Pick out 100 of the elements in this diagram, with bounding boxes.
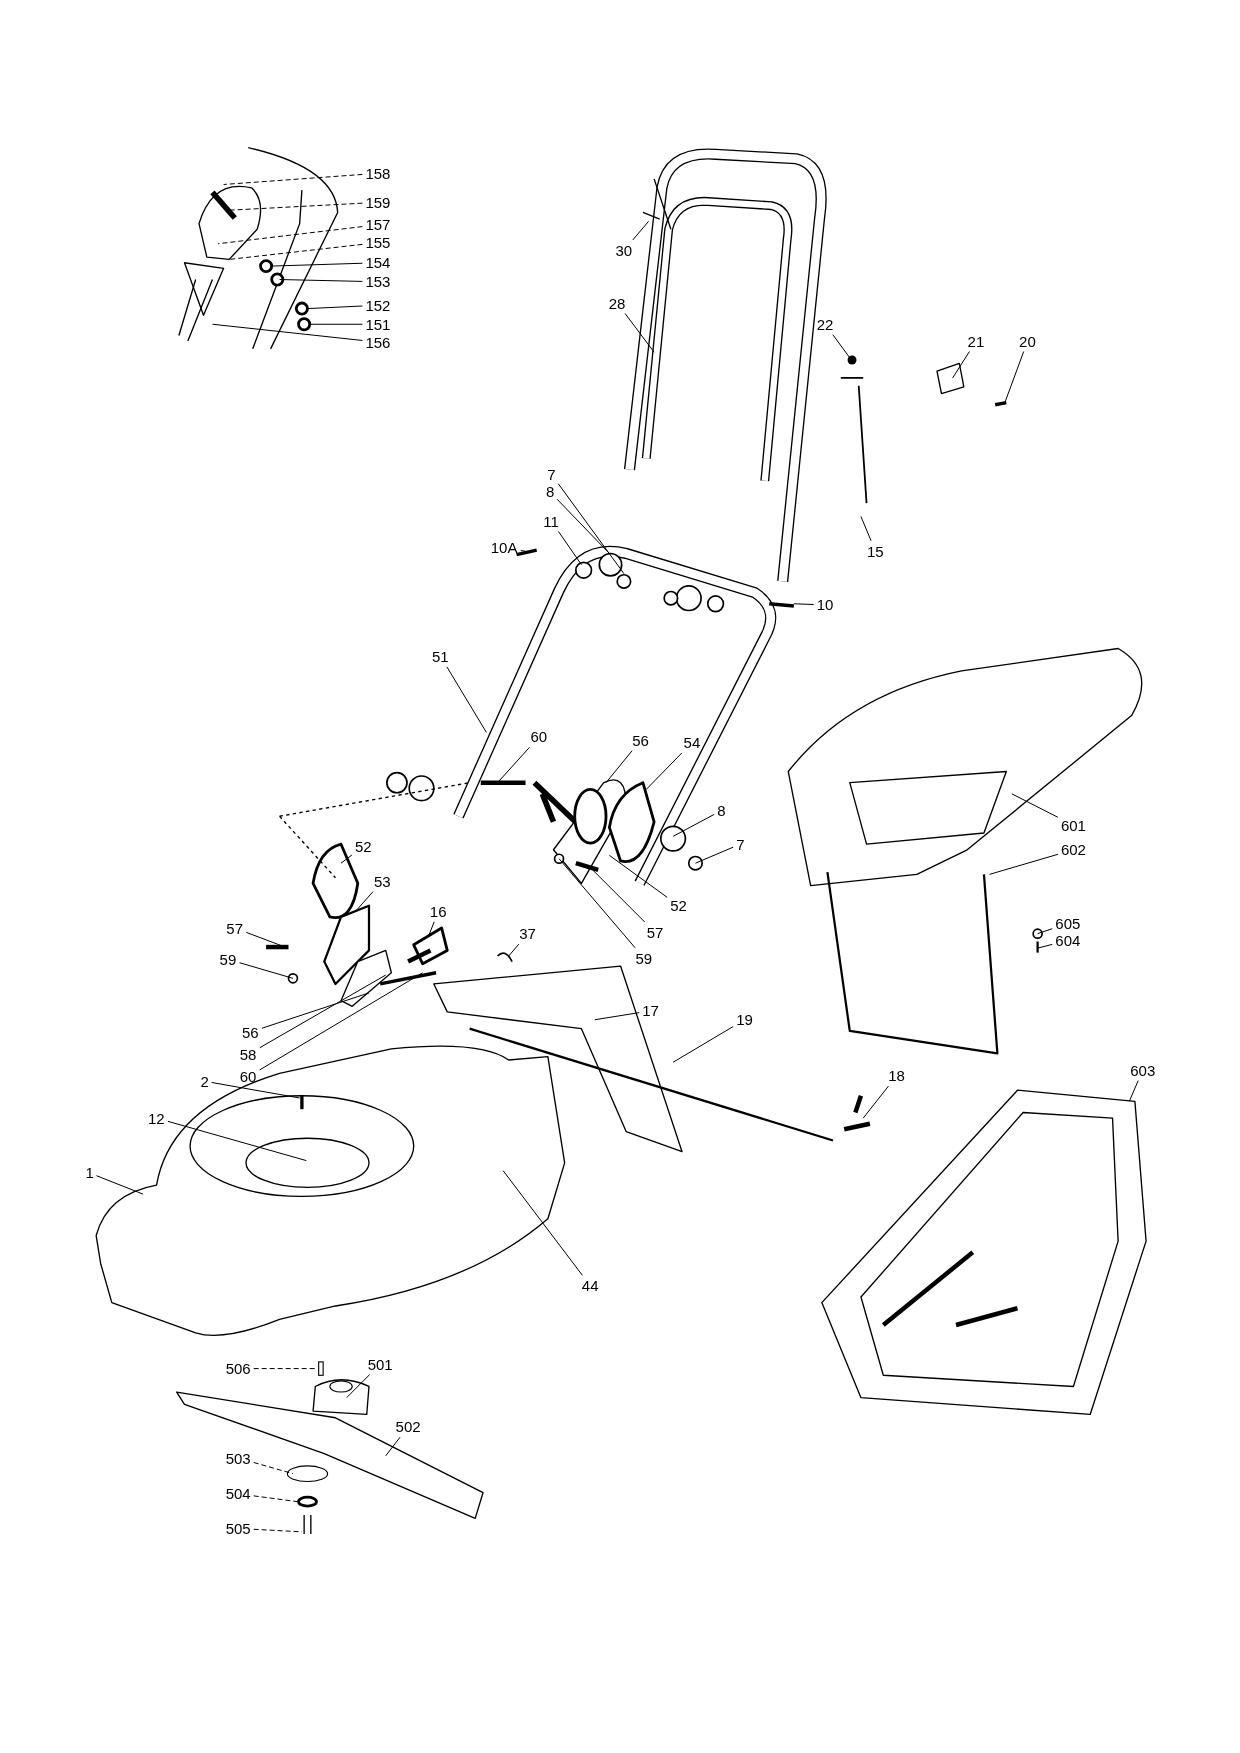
leader-line — [270, 262, 363, 267]
callout-number: 501 — [366, 1355, 394, 1373]
leader-line — [211, 1081, 301, 1099]
leader-line — [228, 243, 363, 260]
callout-number: 11 — [542, 512, 560, 530]
callout-number: 156 — [364, 333, 392, 351]
leader-line — [253, 1495, 298, 1503]
leader-line — [217, 226, 363, 245]
leader-line — [952, 351, 970, 379]
mower-deck-drawing — [95, 948, 873, 1336]
leader-line — [259, 972, 424, 1071]
callout-number: 151 — [364, 315, 392, 333]
leader-line — [497, 746, 530, 784]
leader-line — [1037, 943, 1053, 949]
leader-line — [223, 173, 363, 185]
callout-number: 503 — [224, 1449, 252, 1467]
callout-number: 51 — [431, 647, 450, 665]
callout-number: 159 — [364, 193, 392, 211]
leader-line — [862, 1085, 889, 1119]
leader-line — [1128, 1080, 1139, 1102]
callout-number: 10 — [815, 596, 835, 614]
leader-line — [508, 943, 520, 957]
height-adjuster-inset-drawing — [178, 146, 339, 350]
callout-number: 505 — [224, 1519, 252, 1537]
leader-line — [672, 1026, 734, 1063]
callout-number: 30 — [614, 241, 634, 259]
leader-line — [672, 813, 715, 837]
callout-number: 506 — [224, 1360, 252, 1378]
callout-number: 12 — [147, 1109, 166, 1127]
callout-number: 604 — [1054, 931, 1082, 949]
callout-number: 54 — [682, 733, 702, 751]
callout-number: 53 — [372, 872, 392, 890]
callout-number: 603 — [1129, 1061, 1157, 1079]
leader-line — [95, 1175, 144, 1195]
callout-number: 44 — [580, 1277, 600, 1295]
callout-number: 59 — [634, 949, 654, 967]
leader-line — [261, 992, 370, 1029]
callout-number: 59 — [218, 950, 238, 968]
callout-number: 58 — [238, 1045, 258, 1063]
callout-number: 152 — [364, 296, 392, 314]
callout-number: 52 — [353, 837, 373, 855]
leader-line — [446, 666, 487, 733]
callout-number: 28 — [607, 294, 627, 312]
leader-line — [557, 483, 625, 575]
callout-number: 605 — [1054, 915, 1082, 933]
callout-number: 157 — [364, 216, 392, 234]
callout-number: 57 — [225, 919, 244, 937]
leader-line — [385, 1436, 401, 1457]
callout-number: 60 — [238, 1068, 258, 1086]
callout-number: 504 — [224, 1485, 252, 1503]
callout-number: 602 — [1059, 841, 1087, 859]
callout-number: 8 — [716, 802, 727, 820]
leader-line — [259, 974, 387, 1049]
callout-number: 601 — [1059, 816, 1087, 834]
callout-number: 56 — [240, 1023, 260, 1041]
leader-line — [239, 962, 294, 979]
callout-number: 20 — [1018, 332, 1037, 350]
callout-number: 10A — [489, 539, 519, 557]
leader-line — [502, 1170, 583, 1276]
leader-line — [427, 921, 435, 938]
callout-number: 52 — [669, 897, 688, 915]
leader-line — [558, 531, 582, 566]
callout-number: 16 — [428, 902, 448, 920]
leader-line — [594, 1012, 640, 1021]
leader-line — [558, 858, 636, 949]
leader-line — [355, 891, 374, 912]
callout-number: 15 — [866, 542, 885, 560]
leader-line — [279, 279, 363, 282]
leader-line — [520, 550, 526, 552]
leader-line — [309, 323, 363, 325]
callout-number: 1 — [84, 1164, 95, 1182]
leader-line — [1011, 793, 1059, 818]
leader-line — [340, 854, 353, 864]
leader-line — [632, 220, 649, 241]
leader-line — [608, 854, 668, 898]
callout-number: 22 — [815, 315, 835, 333]
callout-number: 7 — [735, 835, 746, 853]
callout-number: 17 — [641, 1002, 660, 1020]
callout-number: 2 — [199, 1072, 210, 1090]
leader-line — [167, 1120, 307, 1162]
blade-assembly-drawing — [176, 1361, 484, 1535]
callout-number: 21 — [966, 332, 986, 350]
callout-number: 56 — [631, 731, 650, 749]
leader-line — [592, 869, 646, 923]
leader-line — [860, 516, 872, 542]
leader-line — [624, 313, 655, 353]
leader-line — [989, 853, 1059, 875]
leader-line — [793, 603, 815, 605]
leader-line — [253, 1368, 317, 1370]
leader-line — [645, 752, 683, 790]
callout-number: 19 — [735, 1011, 754, 1029]
leader-line — [556, 498, 611, 556]
leader-line — [832, 334, 851, 359]
callout-number: 502 — [394, 1418, 422, 1436]
callout-number: 18 — [887, 1067, 906, 1085]
callout-number: 154 — [364, 254, 392, 272]
callout-number: 37 — [518, 925, 537, 943]
callout-number: 155 — [364, 234, 392, 252]
callout-number: 7 — [546, 465, 557, 483]
leader-line — [211, 323, 363, 341]
